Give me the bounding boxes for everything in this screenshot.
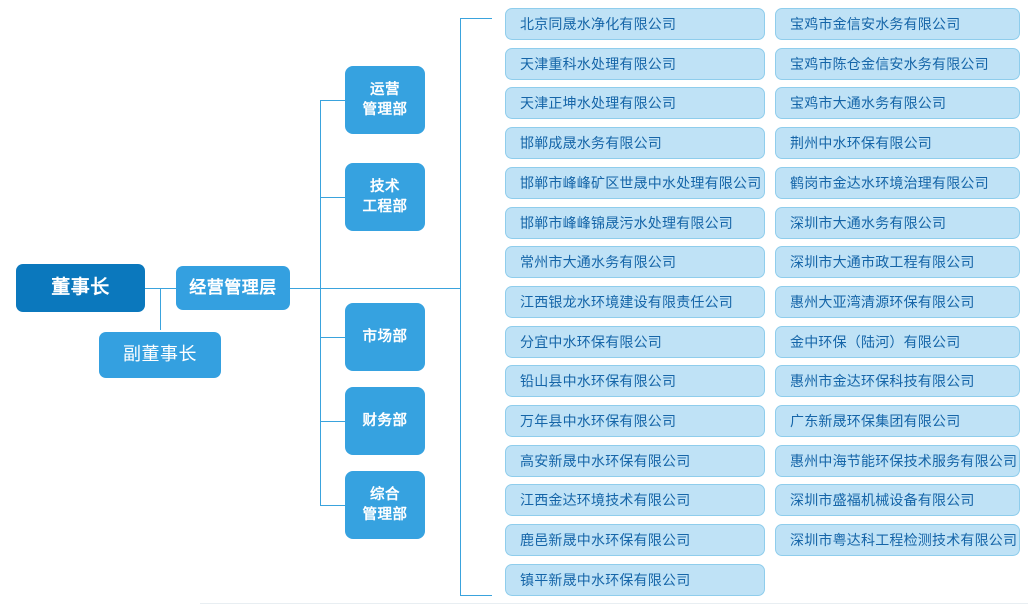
connector-dept-stub-3 — [320, 337, 346, 338]
subsidiary-chip-label: 荆州中水环保有限公司 — [790, 135, 932, 152]
node-chairman-label: 董事长 — [51, 276, 110, 298]
subsidiary-chip-label: 金中环保（陆河）有限公司 — [790, 333, 961, 350]
subsidiary-chip-label: 宝鸡市陈仓金信安水务有限公司 — [790, 55, 989, 72]
subsidiary-chip[interactable]: 惠州中海节能环保技术服务有限公司 — [775, 444, 1020, 477]
connector-dept-stub-4 — [320, 421, 346, 422]
node-chairman[interactable]: 董事长 — [16, 264, 145, 312]
subsidiary-chip[interactable]: 荆州中水环保有限公司 — [775, 127, 1020, 160]
bottom-divider — [200, 603, 1028, 604]
connector-department-spine — [320, 100, 321, 505]
subsidiary-chip[interactable]: 惠州市金达环保科技有限公司 — [775, 365, 1020, 398]
subsidiary-chip[interactable]: 深圳市盛福机械设备有限公司 — [775, 484, 1020, 517]
subsidiary-chip[interactable]: 常州市大通水务有限公司 — [505, 246, 765, 279]
subsidiary-chip-label: 邯郸成晟水务有限公司 — [520, 135, 662, 152]
subsidiary-chip[interactable]: 邯郸成晟水务有限公司 — [505, 127, 765, 160]
subsidiary-chip-label: 北京同晟水净化有限公司 — [520, 16, 677, 32]
subsidiary-chip-label: 宝鸡市大通水务有限公司 — [790, 95, 947, 112]
subsidiary-chip[interactable]: 万年县中水环保有限公司 — [505, 405, 765, 437]
connector-subsidiary-top — [460, 18, 492, 19]
subsidiary-chip[interactable]: 宝鸡市陈仓金信安水务有限公司 — [775, 47, 1020, 80]
node-department-marketing[interactable]: 市场部 — [345, 303, 425, 371]
subsidiary-chip-label: 深圳市大通市政工程有限公司 — [790, 254, 975, 271]
subsidiary-chip-label: 分宜中水环保有限公司 — [520, 333, 662, 350]
node-vice-chairman[interactable]: 副董事长 — [99, 332, 221, 378]
node-department-finance-label: 财务部 — [362, 413, 408, 429]
subsidiary-chip-label: 邯郸市峰峰矿区世晟中水处理有限公司 — [520, 174, 762, 191]
connector-chairman-to-junction — [145, 288, 183, 289]
subsidiary-chip[interactable]: 宝鸡市金信安水务有限公司 — [775, 8, 1020, 40]
subsidiary-chip[interactable]: 镇平新晟中水环保有限公司 — [505, 563, 765, 596]
subsidiary-chip-label: 惠州大亚湾清源环保有限公司 — [790, 293, 975, 310]
node-department-general-admin-label: 综合 管理部 — [362, 487, 408, 523]
subsidiary-chip[interactable]: 北京同晟水净化有限公司 — [505, 8, 765, 40]
subsidiary-chip[interactable]: 深圳市大通市政工程有限公司 — [775, 246, 1020, 279]
subsidiary-chip-label: 邯郸市峰峰锦晟污水处理有限公司 — [520, 214, 733, 231]
connector-subsidiary-spine — [460, 18, 461, 595]
connector-dept-stub-5 — [320, 505, 346, 506]
node-department-operations[interactable]: 运营 管理部 — [345, 66, 425, 134]
subsidiary-chip[interactable]: 分宜中水环保有限公司 — [505, 325, 765, 358]
subsidiary-chip[interactable]: 高安新晟中水环保有限公司 — [505, 444, 765, 477]
subsidiary-chip-label: 鹤岗市金达水环境治理有限公司 — [790, 174, 989, 191]
node-management-layer[interactable]: 经营管理层 — [176, 266, 290, 310]
subsidiary-chip[interactable]: 惠州大亚湾清源环保有限公司 — [775, 285, 1020, 318]
subsidiary-chip[interactable]: 天津重科水处理有限公司 — [505, 47, 765, 80]
connector-dept-stub-1 — [320, 100, 346, 101]
subsidiary-chip-label: 鹿邑新晟中水环保有限公司 — [520, 532, 691, 549]
subsidiary-chip-label: 铅山县中水环保有限公司 — [520, 373, 677, 390]
subsidiary-chip[interactable]: 邯郸市峰峰锦晟污水处理有限公司 — [505, 206, 765, 239]
connector-junction-to-vice — [160, 288, 161, 330]
subsidiary-chip-label: 天津正坤水处理有限公司 — [520, 95, 677, 112]
subsidiary-chip-label: 惠州市金达环保科技有限公司 — [790, 373, 975, 390]
subsidiary-chip-label: 广东新晟环保集团有限公司 — [790, 413, 961, 429]
node-management-layer-label: 经营管理层 — [189, 278, 277, 298]
subsidiary-chip[interactable]: 深圳市粤达科工程检测技术有限公司 — [775, 524, 1020, 557]
subsidiary-chip-label: 江西金达环境技术有限公司 — [520, 492, 691, 509]
node-department-technical-label: 技术 工程部 — [362, 179, 408, 215]
subsidiary-chip-label: 镇平新晟中水环保有限公司 — [520, 571, 691, 588]
subsidiary-chip[interactable]: 江西金达环境技术有限公司 — [505, 484, 765, 517]
subsidiary-chip-label: 深圳市盛福机械设备有限公司 — [790, 492, 975, 509]
subsidiary-chip-label: 深圳市大通水务有限公司 — [790, 214, 947, 231]
node-department-general-admin[interactable]: 综合 管理部 — [345, 471, 425, 539]
subsidiary-chip-label: 常州市大通水务有限公司 — [520, 254, 677, 271]
node-department-technical[interactable]: 技术 工程部 — [345, 163, 425, 231]
subsidiary-chip[interactable]: 金中环保（陆河）有限公司 — [775, 325, 1020, 358]
node-department-marketing-label: 市场部 — [362, 329, 408, 345]
subsidiary-chip[interactable]: 宝鸡市大通水务有限公司 — [775, 87, 1020, 120]
subsidiary-chip[interactable]: 鹿邑新晟中水环保有限公司 — [505, 524, 765, 557]
node-department-finance[interactable]: 财务部 — [345, 387, 425, 455]
connector-dept-stub-2 — [320, 197, 346, 198]
subsidiary-chip-label: 深圳市粤达科工程检测技术有限公司 — [790, 532, 1018, 549]
node-vice-chairman-label: 副董事长 — [123, 344, 197, 365]
connector-subsidiary-bottom — [460, 595, 492, 596]
subsidiary-chip[interactable]: 江西银龙水环境建设有限责任公司 — [505, 285, 765, 318]
subsidiary-chip[interactable]: 铅山县中水环保有限公司 — [505, 365, 765, 398]
subsidiary-chip[interactable]: 广东新晟环保集团有限公司 — [775, 405, 1020, 437]
connector-mgmt-to-spine — [290, 288, 460, 289]
subsidiary-chip-label: 宝鸡市金信安水务有限公司 — [790, 16, 961, 32]
subsidiary-chip[interactable]: 天津正坤水处理有限公司 — [505, 87, 765, 120]
subsidiary-chip-label: 万年县中水环保有限公司 — [520, 413, 677, 429]
subsidiary-chip[interactable]: 深圳市大通水务有限公司 — [775, 206, 1020, 239]
subsidiary-chip-label: 天津重科水处理有限公司 — [520, 55, 677, 72]
subsidiary-chip[interactable]: 鹤岗市金达水环境治理有限公司 — [775, 166, 1020, 199]
node-department-operations-label: 运营 管理部 — [362, 82, 408, 118]
subsidiary-chip[interactable]: 邯郸市峰峰矿区世晟中水处理有限公司 — [505, 166, 765, 199]
subsidiary-chip-label: 惠州中海节能环保技术服务有限公司 — [790, 452, 1018, 469]
subsidiary-chip-label: 江西银龙水环境建设有限责任公司 — [520, 293, 733, 310]
subsidiary-chip-label: 高安新晟中水环保有限公司 — [520, 452, 691, 469]
